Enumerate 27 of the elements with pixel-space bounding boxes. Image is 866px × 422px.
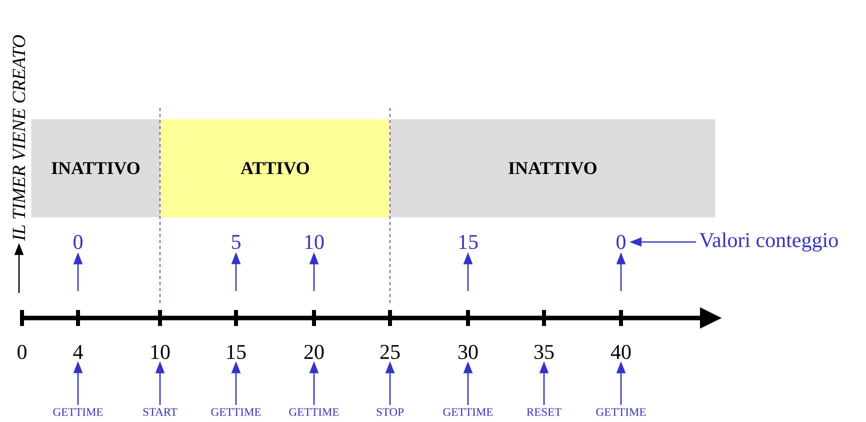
count-value: 0 bbox=[74, 234, 82, 250]
state-band: INATTIVO bbox=[390, 119, 716, 218]
tick-label: 0 bbox=[18, 344, 26, 360]
method-label: START bbox=[143, 408, 178, 416]
tick-label: 25 bbox=[380, 344, 400, 360]
method-label: GETTIME bbox=[211, 408, 261, 416]
method-label: STOP bbox=[376, 408, 404, 416]
tick-label: 20 bbox=[304, 344, 324, 360]
count-value: 5 bbox=[232, 235, 240, 249]
tick-label: 4 bbox=[73, 345, 83, 359]
state-band: ATTIVO bbox=[160, 119, 390, 218]
count-value: 15 bbox=[459, 234, 478, 250]
state-band: INATTIVO bbox=[31, 119, 160, 218]
method-label: GETTIME bbox=[596, 408, 646, 416]
tick-label: 10 bbox=[151, 344, 170, 360]
method-label: GETTIME bbox=[289, 408, 339, 416]
method-label: GETTIME bbox=[443, 408, 493, 416]
count-value: 10 bbox=[305, 234, 324, 250]
tick-label: 40 bbox=[610, 344, 631, 360]
count-value: 0 bbox=[616, 234, 626, 250]
method-label: RESET bbox=[526, 408, 562, 416]
tick-label: 30 bbox=[458, 344, 478, 360]
tick-label: 35 bbox=[534, 344, 554, 360]
tick-label: 15 bbox=[227, 344, 246, 360]
method-label: GETTIME bbox=[53, 408, 103, 416]
annotation-text: Valori conteggio bbox=[699, 232, 838, 252]
rotated-note: IL TIMER VIENE CREATO bbox=[12, 35, 26, 241]
